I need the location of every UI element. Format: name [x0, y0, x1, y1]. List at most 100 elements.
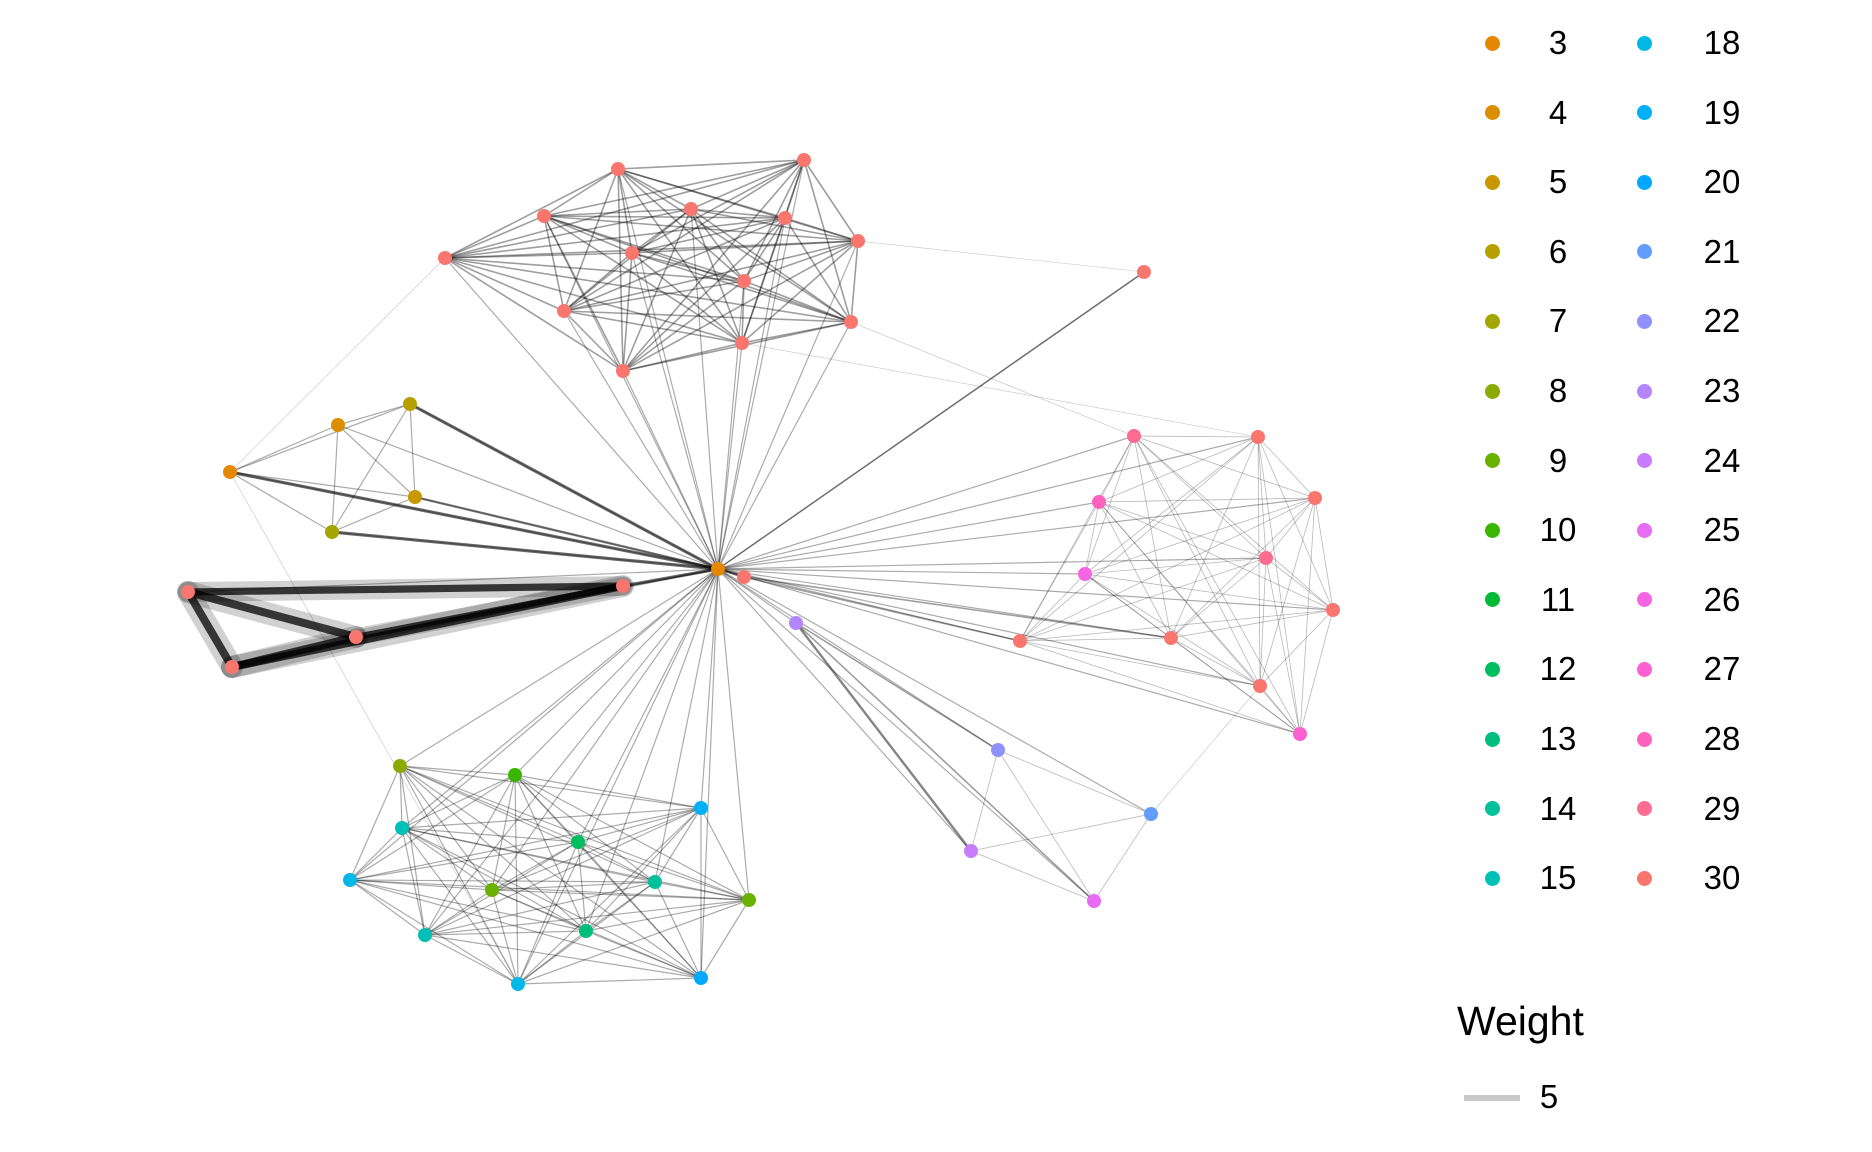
edge: [743, 159, 805, 282]
edge: [631, 159, 805, 254]
node-group-30: [684, 202, 698, 216]
edge: [349, 807, 702, 881]
legend-item-12: 12: [1485, 649, 1576, 689]
edge: [401, 827, 656, 883]
edge: [517, 568, 719, 985]
edge: [563, 168, 619, 312]
legend-item-10: 10: [1485, 510, 1576, 550]
edge: [399, 765, 579, 843]
edge: [399, 765, 426, 936]
edge: [743, 280, 852, 323]
edge: [654, 807, 702, 883]
edge: [399, 765, 519, 985]
edge: [563, 208, 692, 312]
legend-item-28: 28: [1637, 719, 1740, 759]
node-group-30: [537, 209, 551, 223]
node-group-30: [1326, 603, 1340, 617]
edge: [1019, 436, 1259, 642]
edge: [563, 159, 805, 312]
legend-label: 15: [1539, 859, 1577, 897]
legend-item-18: 18: [1637, 23, 1740, 63]
node-group-8: [393, 759, 407, 773]
legend-dot-icon: [1637, 105, 1652, 121]
edge: [622, 217, 786, 372]
edge: [1133, 435, 1261, 687]
legend-label: 5: [1548, 163, 1568, 201]
edge: [717, 568, 1301, 735]
edge: [1314, 497, 1334, 611]
legend-item-22: 22: [1637, 301, 1740, 341]
legend-dot-icon: [1485, 592, 1500, 608]
edge: [1084, 573, 1261, 687]
edge: [997, 749, 1152, 815]
edge: [1259, 497, 1316, 687]
legend-item-24: 24: [1637, 441, 1740, 481]
legend-label: 20: [1703, 163, 1741, 201]
edge: [331, 496, 416, 533]
edge: [563, 280, 745, 312]
node-group-29: [1259, 551, 1273, 565]
edge: [617, 168, 624, 372]
edge: [491, 807, 702, 891]
legend-item-27: 27: [1637, 649, 1740, 689]
node-group-30: [438, 251, 452, 265]
edge: [514, 774, 656, 883]
legend-label: 27: [1703, 650, 1741, 688]
edge: [408, 402, 720, 571]
edge: [631, 252, 743, 344]
legend-dot-icon: [1637, 313, 1652, 329]
node-group-23: [789, 616, 803, 630]
edge: [424, 899, 750, 936]
edge: [1133, 435, 1301, 735]
legend-dot-icon: [1485, 801, 1500, 817]
legend-item-6: 6: [1485, 232, 1567, 272]
edge: [717, 568, 1095, 902]
edge: [1170, 557, 1267, 639]
edge: [229, 471, 333, 533]
nodes-layer: [181, 153, 1340, 991]
legend-label: 13: [1539, 720, 1577, 757]
edge: [631, 217, 786, 254]
legend-label: 19: [1703, 93, 1741, 131]
edge: [563, 310, 719, 570]
edge: [617, 168, 745, 282]
edge: [491, 881, 656, 891]
edge: [743, 217, 786, 282]
edge: [543, 215, 852, 323]
node-group-30: [349, 630, 363, 644]
edge: [543, 208, 692, 217]
node-group-30: [625, 246, 639, 260]
legend-dot-icon: [1485, 870, 1500, 886]
edge: [1098, 501, 1172, 639]
edge: [803, 159, 859, 242]
edge: [631, 240, 859, 254]
edge: [337, 424, 416, 498]
legend-item-7: 7: [1485, 301, 1567, 341]
edge: [1259, 609, 1334, 687]
edge: [1133, 435, 1259, 438]
node-group-30: [1308, 491, 1322, 505]
node-group-30: [778, 211, 792, 225]
node-group-27: [1293, 727, 1307, 741]
edge: [444, 252, 633, 259]
edge: [184, 588, 360, 641]
legend-dot-icon: [1637, 522, 1652, 538]
edge: [1150, 685, 1261, 815]
edge: [1133, 435, 1267, 559]
edge: [563, 240, 859, 312]
edge: [563, 310, 624, 372]
edge: [741, 217, 786, 344]
node-group-29: [1127, 429, 1141, 443]
edge: [424, 934, 702, 979]
edge: [700, 568, 719, 979]
legend-dot-icon: [1485, 313, 1500, 329]
edge: [617, 159, 805, 170]
node-group-25: [1087, 894, 1101, 908]
legend-item-15: 15: [1485, 858, 1576, 898]
edge: [514, 774, 702, 809]
legend-dot-icon: [1637, 35, 1652, 51]
edge: [717, 436, 1259, 570]
edge: [617, 168, 719, 570]
legend-dot-icon: [1637, 801, 1652, 817]
legend-dot-icon: [1637, 244, 1652, 260]
